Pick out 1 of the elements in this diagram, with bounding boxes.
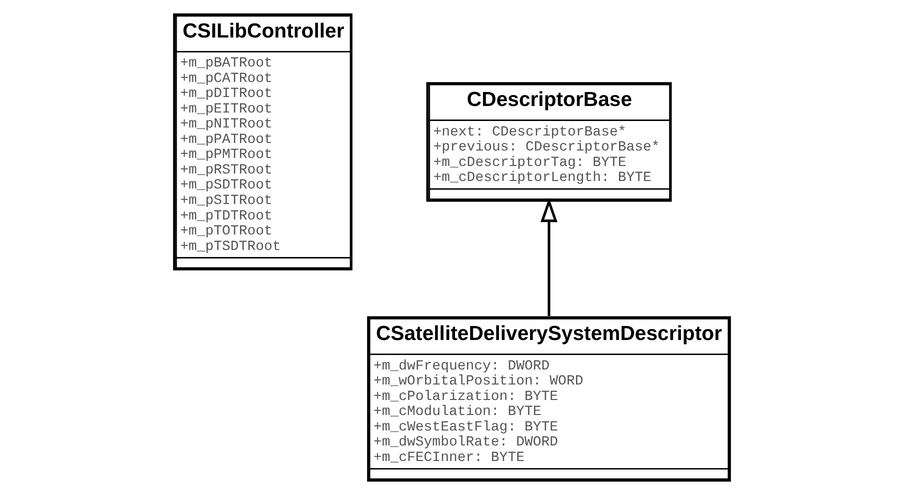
arrow <box>540 198 558 316</box>
